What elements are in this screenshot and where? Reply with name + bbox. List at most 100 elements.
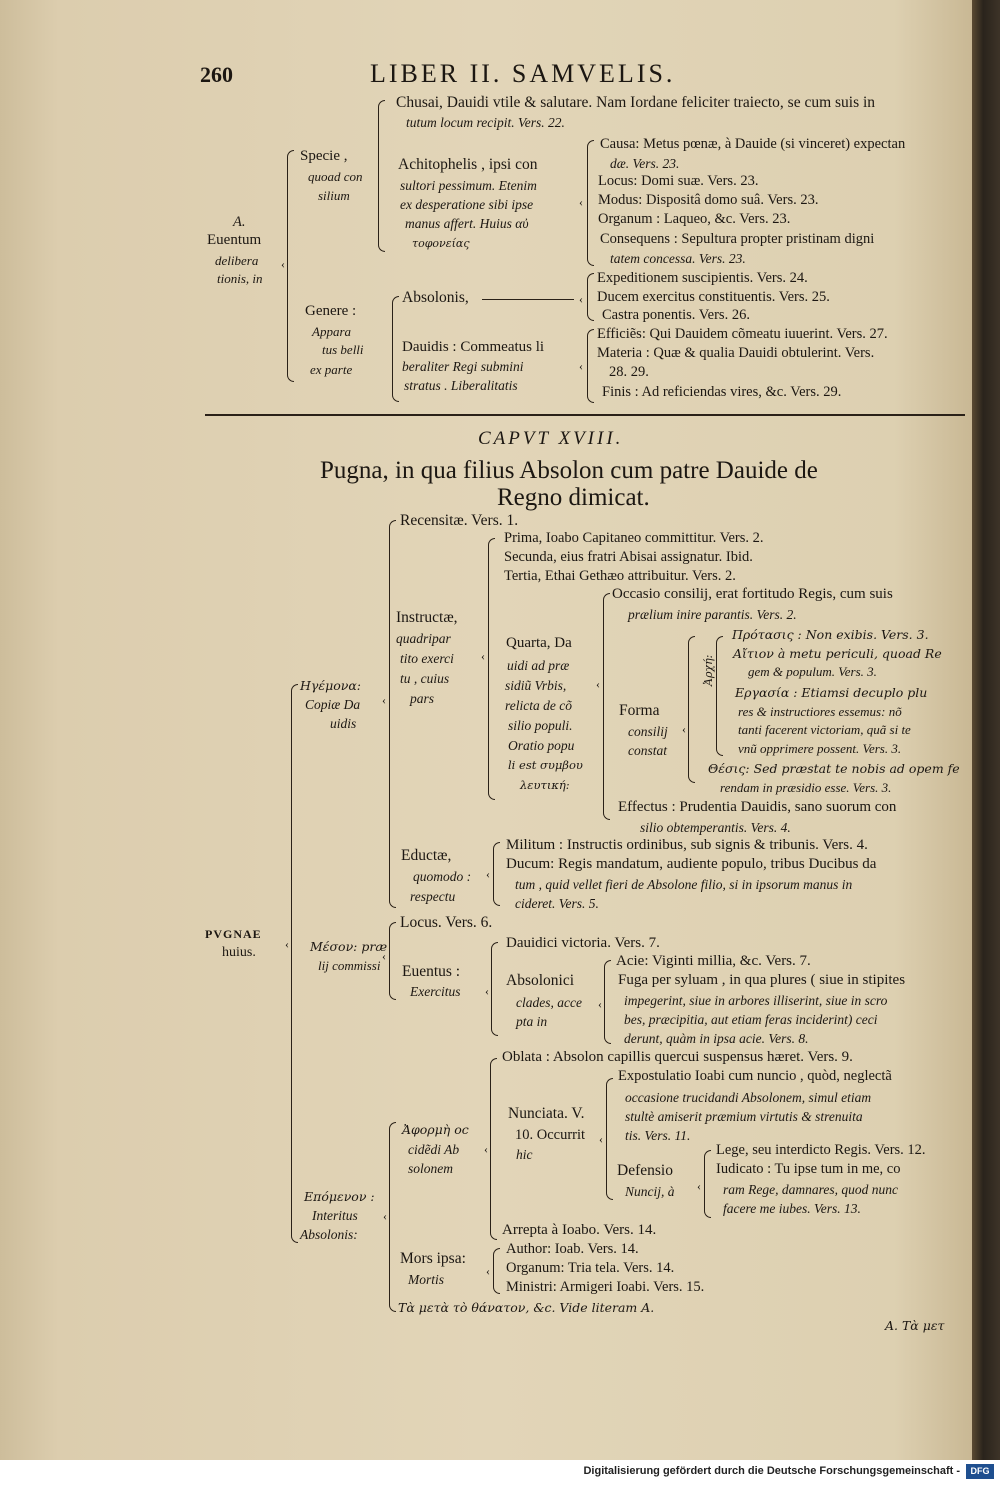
achitophel-detail: dæ. Vers. 23. xyxy=(610,156,680,171)
brace xyxy=(587,273,594,321)
root-label-line: delibera xyxy=(215,253,259,268)
expostulatio-line: stultè amiserit præmium virtutis & stren… xyxy=(625,1109,863,1124)
dauidis-detail: Finis : Ad reficiendas vires, &c. Vers. … xyxy=(602,384,842,400)
brace-tip: ‹ xyxy=(486,867,490,881)
brace xyxy=(688,636,695,783)
mors-label: Mors ipsa: xyxy=(400,1250,466,1267)
achitophel-detail: Locus: Domi suæ. Vers. 23. xyxy=(598,173,759,189)
mors-item: Author: Ioab. Vers. 14. xyxy=(506,1241,639,1257)
root-label-line: huius. xyxy=(222,945,256,960)
copiae-label-line: Copiæ Da xyxy=(305,697,361,712)
forma-label: Forma xyxy=(619,702,660,719)
quarta-line: Oratio popu xyxy=(508,738,575,753)
oblata: Oblata : Absolon capillis quercui suspen… xyxy=(502,1049,853,1065)
forma-item: tanti facerent victoriam, quã si te xyxy=(738,722,911,737)
eductae-label: Eductæ, xyxy=(401,847,452,864)
achitophel-line: ex desperatione sibi ipse xyxy=(400,197,534,212)
achitophel-detail: Modus: Dispositâ domo suâ. Vers. 23. xyxy=(598,192,819,208)
eductae-line: quomodo : xyxy=(413,869,472,884)
nunciata-label: Nunciata. V. xyxy=(508,1105,585,1122)
interitus-label-line: Interitus xyxy=(312,1208,358,1223)
dauidici: Dauidici victoria. Vers. 7. xyxy=(506,935,660,951)
defensio-item: facere me iubes. Vers. 13. xyxy=(723,1201,861,1216)
brace xyxy=(587,140,594,266)
chapter-title: Pugna, in qua filius Absolon cum patre D… xyxy=(320,457,818,484)
forma-item: vnũ opprimere possent. Vers. 3. xyxy=(738,741,902,756)
effectus-line: Effectus : Prudentia Dauidis, sano suoru… xyxy=(618,799,897,815)
recensitae: Recensitæ. Vers. 1. xyxy=(400,512,519,529)
catchword: A. Τὰ μετ xyxy=(885,1318,945,1333)
brace xyxy=(287,150,294,382)
fuga-line: derunt, quàm in ipsa acie. Vers. 8. xyxy=(624,1031,809,1046)
eductae-line: respectu xyxy=(410,889,456,904)
expostulatio-line: Expostulatio Ioabi cum nuncio , quòd, ne… xyxy=(618,1068,892,1084)
praelii-label: Μέσον: præ xyxy=(310,939,388,954)
instructae-label: Instructæ, xyxy=(396,609,458,626)
forma-item: rendam in præsidio esse. Vers. 3. xyxy=(720,780,892,795)
specie-label-line: silium xyxy=(318,188,350,203)
instructae-line: quadripar xyxy=(396,631,451,646)
brace xyxy=(493,1248,500,1294)
root-label: PVGNAE xyxy=(205,927,262,941)
fuga-line: bes, præcipitia, aut etiam feras incider… xyxy=(624,1012,878,1027)
brace-tip: ‹ xyxy=(486,1264,490,1278)
dauidis-line: Dauidis : Commeatus li xyxy=(402,339,545,355)
fuga-line: impegerint, siue in arbores illiserint, … xyxy=(624,993,888,1008)
army-part: Prima, Ioabo Capitaneo committitur. Vers… xyxy=(504,530,764,546)
achitophel-detail: Causa: Metus pœnæ, à Dauide (si vinceret… xyxy=(600,136,906,152)
eductae-item: cideret. Vers. 5. xyxy=(515,896,599,911)
absolonici-label: Absolonici xyxy=(506,972,575,989)
occasio-line: Occasio consilij, erat fortitudo Regis, … xyxy=(612,586,893,602)
running-title: LIBER II. SAMVELIS. xyxy=(370,59,676,88)
genere-label-line: Appara xyxy=(312,324,351,339)
interitus-label-line: Absolonis: xyxy=(300,1227,358,1242)
section-rule xyxy=(205,414,965,416)
arche-label: Ἀρχή: xyxy=(702,654,715,686)
brace-tip: ‹ xyxy=(682,722,686,736)
absolonici-line: clades, acce xyxy=(516,995,582,1010)
nunciata-line: 10. Occurrit xyxy=(515,1127,586,1143)
forma-item: Θέσις: Sed præstat te nobis ad opem fe xyxy=(708,761,960,776)
brace xyxy=(389,520,396,908)
aphorme-line: cidẽdi Ab xyxy=(408,1142,460,1157)
root-letter: A. xyxy=(233,214,246,230)
brace xyxy=(716,636,723,756)
genere-label-line: tus belli xyxy=(322,342,364,357)
copiae-label-line: uidis xyxy=(330,716,357,731)
brace-tip: ‹ xyxy=(485,984,489,998)
book-page: 260 LIBER II. SAMVELIS. A. Euentum delib… xyxy=(0,0,972,1460)
defensio-item: ram Rege, damnares, quod nunc xyxy=(723,1182,898,1197)
quarta-line: sidiũ Vrbis, xyxy=(505,678,567,693)
book-spine-edge xyxy=(972,0,1000,1460)
forma-item: gem & populum. Vers. 3. xyxy=(748,664,877,679)
brace xyxy=(491,942,498,1036)
dauidis-line: stratus . Liberalitatis xyxy=(404,378,518,393)
instructae-line: pars xyxy=(410,691,435,706)
dauidis-detail: 28. 29. xyxy=(609,364,649,380)
absolonis-detail: Ducem exercitus constituentis. Vers. 25. xyxy=(597,289,830,305)
locus: Locus. Vers. 6. xyxy=(400,914,493,931)
defensio-item: Iudicato : Tu ipse tum in me, co xyxy=(716,1161,901,1177)
expostulatio-line: occasione trucidandi Absolonem, simul et… xyxy=(625,1090,872,1105)
brace-tip: ‹ xyxy=(285,937,289,951)
brace-tip: ‹ xyxy=(697,1179,701,1193)
forma-line: consilij xyxy=(628,724,668,739)
brace xyxy=(378,100,385,252)
brace xyxy=(389,922,396,1000)
army-part: Secunda, eius fratri Abisai assignatur. … xyxy=(504,549,753,565)
brace-tip: ‹ xyxy=(598,997,602,1011)
forma-item: Πρότασις : Non exibis. Vers. 3. xyxy=(732,627,929,642)
quarta-line: li est συμβου xyxy=(508,758,583,772)
forma-item: Εργασία : Etiamsi decuplo plu xyxy=(735,685,928,700)
brace xyxy=(704,1150,711,1218)
aphorme-label: Ἀφορμὴ oc xyxy=(402,1122,469,1137)
achitophel-line: manus affert. Huius αὐ xyxy=(405,216,529,231)
chapter-title-line2: Regno dimicat. xyxy=(497,484,650,511)
quarta-line: Quarta, Da xyxy=(506,635,572,651)
achitophel-line: sultori pessimum. Etenim xyxy=(400,178,537,193)
brace xyxy=(291,684,298,1243)
nunciata-line: hic xyxy=(516,1147,533,1162)
defensio-line: Nuncij, à xyxy=(625,1184,675,1199)
quarta-line: relicta de cõ xyxy=(505,698,572,713)
instructae-line: tu , cuius xyxy=(400,671,450,686)
